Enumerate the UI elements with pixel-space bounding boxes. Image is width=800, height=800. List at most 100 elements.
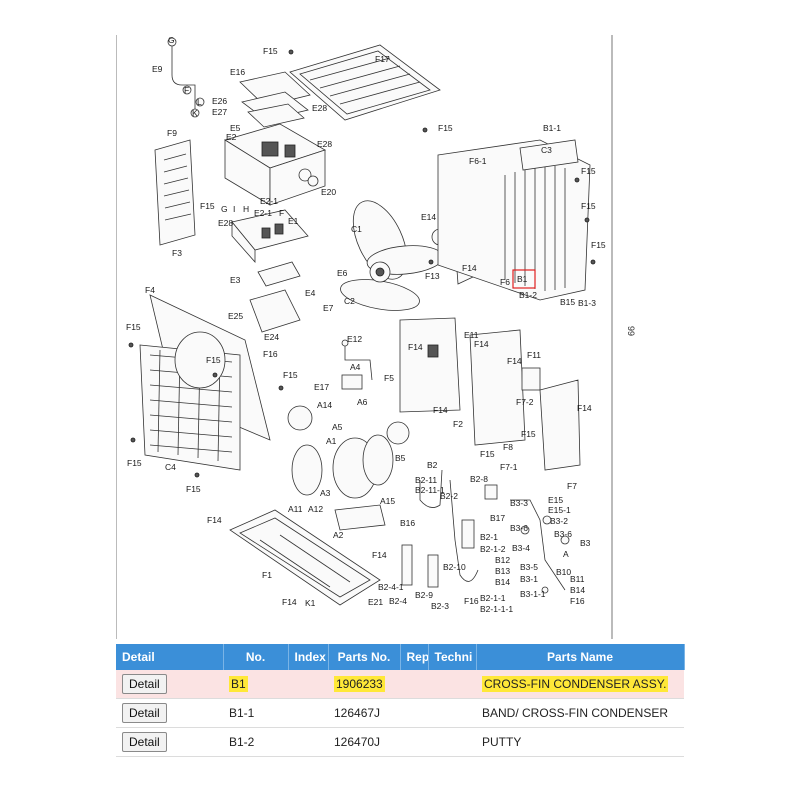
table-row[interactable]: Detail B1-1 126467J BAND/ CROSS-FIN COND…	[116, 698, 684, 728]
label-F15-c: F15	[200, 201, 215, 211]
technical-cell	[428, 727, 476, 757]
label-G: G	[168, 35, 175, 45]
label-C3: C3	[541, 145, 552, 155]
col-header-no[interactable]: No.	[223, 644, 289, 670]
label-B11: B11	[570, 574, 585, 584]
table-row[interactable]: Detail B1-2 126470J PUTTY	[116, 727, 684, 757]
label-F-2: F	[279, 208, 284, 218]
label-A12: A12	[308, 504, 323, 514]
label-F15-h: F15	[206, 355, 221, 365]
exploded-parts-diagram: G E9 F L K F15 F17 E16 E26 E27 E28 F15 E…	[116, 35, 613, 639]
label-L: L	[197, 97, 202, 107]
label-F14-g: F14	[207, 515, 222, 525]
label-F17: F17	[375, 54, 390, 64]
parts-name-cell: CROSS-FIN CONDENSER ASSY.	[482, 676, 669, 692]
label-F7-1: F7-1	[500, 462, 518, 472]
label-F14-b: F14	[408, 342, 423, 352]
label-B1[interactable]: B1	[517, 274, 528, 284]
label-E12: E12	[347, 334, 362, 344]
label-E28-b: E28	[317, 139, 332, 149]
label-F9: F9	[167, 128, 177, 138]
label-A11: A11	[288, 504, 303, 514]
parts-name-cell: BAND/ CROSS-FIN CONDENSER	[476, 698, 684, 728]
label-F2: F2	[453, 419, 463, 429]
label-B12: B12	[495, 555, 510, 565]
label-A14: A14	[317, 400, 332, 410]
label-B1-1: B1-1	[543, 123, 561, 133]
label-E15: E15	[548, 495, 563, 505]
label-A4: A4	[350, 362, 361, 372]
label-F15-k: F15	[186, 484, 201, 494]
col-header-rep[interactable]: Rep	[400, 644, 429, 670]
label-B14-a: B14	[495, 577, 510, 587]
parts-table: Detail No. Index Parts No. Rep Techni Pa…	[116, 644, 685, 757]
label-F15-g: F15	[126, 322, 141, 332]
label-F15-j: F15	[127, 458, 142, 468]
col-header-parts-name[interactable]: Parts Name	[476, 644, 685, 670]
col-header-index[interactable]: Index	[288, 644, 329, 670]
index-cell	[288, 698, 328, 728]
table-header-row: Detail No. Index Parts No. Rep Techni Pa…	[116, 644, 685, 670]
label-B3-5: B3-5	[520, 562, 538, 572]
label-F15-b: F15	[438, 123, 453, 133]
label-B14-b: B14	[570, 585, 585, 595]
label-K1: K1	[305, 598, 316, 608]
label-B2-1-1: B2-1-1	[480, 593, 506, 603]
technical-cell	[428, 698, 476, 728]
label-B2-4-1: B2-4-1	[378, 582, 404, 592]
label-A5: A5	[332, 422, 343, 432]
label-F15-m: F15	[480, 449, 495, 459]
label-F15-a: F15	[263, 46, 278, 56]
label-F5: F5	[384, 373, 394, 383]
index-cell	[288, 670, 328, 699]
col-header-parts-no[interactable]: Parts No.	[328, 644, 401, 670]
label-B10: B10	[556, 567, 571, 577]
table-row[interactable]: Detail B1 1906233 CROSS-FIN CONDENSER AS…	[116, 670, 684, 699]
label-F14-e: F14	[507, 356, 522, 366]
label-B1-2: B1-2	[519, 290, 537, 300]
label-F15-e: F15	[581, 201, 596, 211]
label-B2-3: B2-3	[431, 601, 449, 611]
label-F14-c: F14	[433, 405, 448, 415]
label-E1: E1	[288, 216, 299, 226]
label-F6-1: F6-1	[469, 156, 487, 166]
label-F7-2: F7-2	[516, 397, 534, 407]
label-B3-6-b: B3-6	[554, 529, 572, 539]
parts-name-cell: PUTTY	[476, 727, 684, 757]
detail-button[interactable]: Detail	[122, 732, 167, 752]
label-E14: E14	[421, 212, 436, 222]
label-A6: A6	[357, 397, 368, 407]
label-E15-1: E15-1	[548, 505, 571, 515]
label-A3: A3	[320, 488, 331, 498]
label-E26: E26	[212, 96, 227, 106]
label-F15-f: F15	[591, 240, 606, 250]
label-B2: B2	[427, 460, 438, 470]
part-number-cell: B1-2	[223, 727, 288, 757]
label-F3: F3	[172, 248, 182, 258]
label-A: A	[563, 549, 569, 559]
label-B2-8: B2-8	[470, 474, 488, 484]
rep-cell	[400, 670, 428, 699]
detail-button[interactable]: Detail	[122, 703, 167, 723]
index-cell	[288, 727, 328, 757]
label-F: F	[184, 85, 189, 95]
label-B2-2: B2-2	[440, 491, 458, 501]
label-F11: F11	[527, 350, 541, 360]
label-G-2: G	[221, 204, 228, 214]
rep-cell	[400, 698, 428, 728]
label-H: H	[243, 204, 249, 214]
label-B2-11-1: B2-11-1	[415, 485, 445, 495]
label-E4: E4	[305, 288, 316, 298]
label-F15-d: F15	[581, 166, 596, 176]
part-number-cell: B1-1	[223, 698, 288, 728]
detail-button[interactable]: Detail	[122, 674, 167, 694]
col-header-detail[interactable]: Detail	[116, 644, 224, 670]
label-F16: F16	[263, 349, 278, 359]
label-B17: B17	[490, 513, 505, 523]
label-B2-4: B2-4	[389, 596, 407, 606]
label-E3: E3	[230, 275, 241, 285]
col-header-technical[interactable]: Techni	[428, 644, 477, 670]
label-F14-h: F14	[372, 550, 387, 560]
label-E28-a: E28	[312, 103, 327, 113]
parts-no-cell: 1906233	[334, 676, 385, 692]
